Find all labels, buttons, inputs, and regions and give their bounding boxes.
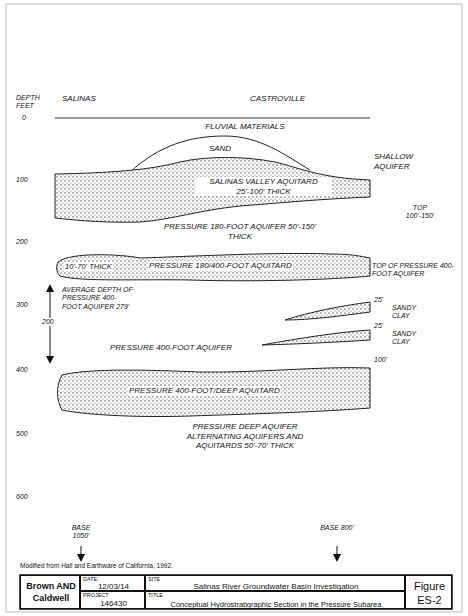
arrow-head xyxy=(46,284,54,292)
page-border xyxy=(6,4,462,612)
cell-heading: SITE xyxy=(148,576,160,583)
unit-label: PRESSURE 400-FOOT AQUIFER xyxy=(110,343,232,353)
node-text: SALINAS VALLEY AQUITARD 25'-100' THICK xyxy=(195,177,332,196)
unit-label: SANDY CLAY xyxy=(392,330,426,347)
project-cell: PROJECT146430 xyxy=(80,591,145,609)
place-name: SALINAS xyxy=(62,94,96,104)
node-text: 10'-70' THICK xyxy=(64,262,113,271)
dimension-label: 25' xyxy=(374,296,383,304)
unit-label: FLUVIAL MATERIALS xyxy=(190,122,300,132)
depth-note: TOP 100'-150' xyxy=(398,204,442,221)
stipple-band xyxy=(55,158,370,223)
depth-tick: 600 xyxy=(16,493,28,501)
stipple-band xyxy=(57,253,370,280)
aquitard-band: SALINAS VALLEY AQUITARD 25'-100' THICK xyxy=(55,152,370,226)
unit-label: PRESSURE 180-FOOT AQUIFER 50'-150' THICK xyxy=(160,222,320,241)
aquitard-band: 10'-70' THICK PRESSURE 180/400-FOOT AQUIT… xyxy=(56,250,370,284)
node-text: Conceptual Hydrostratigraphic Section in… xyxy=(146,600,406,609)
axis-title: DEPTH FEET xyxy=(16,94,46,111)
depth-tick: 300 xyxy=(16,301,28,309)
depth-tick: 200 xyxy=(16,238,28,246)
sandy-clay-lens xyxy=(285,302,370,320)
arrow-head xyxy=(77,554,85,562)
cell-heading: TITLE xyxy=(148,592,163,599)
cell-heading: DATE xyxy=(83,576,97,583)
unit-label: SAND xyxy=(195,144,245,154)
title-block-frame xyxy=(20,575,452,609)
place-name: CASTROVILLE xyxy=(250,94,305,104)
stipple-band xyxy=(58,368,371,417)
base-depth: BASE 800' xyxy=(320,524,354,532)
node-text: Brown AND Caldwell xyxy=(21,580,81,604)
depth-note: TOP OF PRESSURE 400-FOOT AQUIFER xyxy=(372,262,458,279)
node-text: PRESSURE 180/400-FOOT AQUITARD xyxy=(148,261,293,271)
aquitard-band: PRESSURE 400-FOOT/DEEP AQUITARD xyxy=(55,364,370,420)
depth-tick: 100 xyxy=(16,176,28,184)
sandy-clay-lens xyxy=(262,330,370,345)
date-cell: DATE12/03/14 xyxy=(80,575,145,591)
arrow-head xyxy=(333,554,341,562)
depth-tick: 400 xyxy=(16,366,28,374)
node-text: 146430 xyxy=(81,599,146,609)
depth-tick: 500 xyxy=(16,430,28,438)
unit-label: SANDY CLAY xyxy=(392,304,426,321)
unit-label: PRESSURE DEEP AQUIFER ALTERNATING AQUIFE… xyxy=(170,422,320,451)
depth-note: AVERAGE DEPTH OF PRESSURE 400-FOOT AQUIF… xyxy=(62,286,134,311)
source-note: Modified from Hall and Earthware of Cali… xyxy=(20,562,173,570)
title-cell: TITLEConceptual Hydrostratigraphic Secti… xyxy=(145,591,405,609)
arrow-head xyxy=(46,356,54,364)
dimension-label: 200 xyxy=(41,318,55,326)
site-cell: SITESalinas River Groundwater Basin Inve… xyxy=(145,575,405,591)
depth-tick: 0 xyxy=(22,114,26,122)
unit-label: SHALLOW AQUIFER xyxy=(374,152,424,171)
base-depth: BASE 1050' xyxy=(64,524,98,541)
dimension-label: 100' xyxy=(374,356,387,364)
ground-surface xyxy=(55,118,370,119)
dimension-label: 25' xyxy=(374,322,383,330)
figure-number-cell: Figure ES-2 xyxy=(405,575,452,609)
node-text: PRESSURE 400-FOOT/DEEP AQUITARD xyxy=(128,386,281,396)
node-text: Figure ES-2 xyxy=(406,579,453,607)
cell-heading: PROJECT xyxy=(83,592,109,599)
logo-cell: Brown AND Caldwell xyxy=(20,575,80,609)
